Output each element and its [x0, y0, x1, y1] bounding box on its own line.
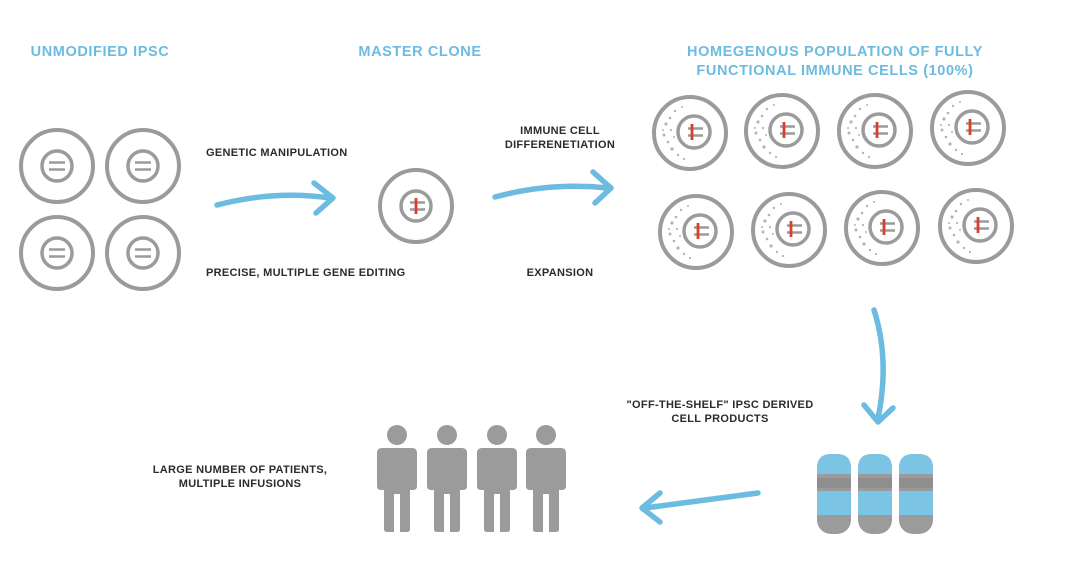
- patient-icon: [477, 425, 517, 532]
- arrow-differentiation: [492, 169, 614, 206]
- label-patients-line2: MULTIPLE INFUSIONS: [178, 478, 302, 490]
- stage-title-population-line1: HOMEGENOUS POPULATION OF FULLY: [687, 44, 983, 60]
- vial: [858, 454, 892, 534]
- label-genetic-manipulation: GENETIC MANIPULATION: [206, 147, 348, 159]
- immune-cell: [751, 192, 827, 268]
- stage-title-unmodified: UNMODIFIED IPSC: [30, 44, 170, 60]
- ipsc-cell: [105, 215, 181, 291]
- vial: [899, 454, 933, 534]
- label-patients-line1: LARGE NUMBER OF PATIENTS,: [152, 464, 328, 476]
- immune-cell-population: [652, 90, 1014, 270]
- master-clone-cell: [378, 168, 454, 244]
- patient-icon: [427, 425, 467, 532]
- stage-title-population-line2: FUNCTIONAL IMMUNE CELLS (100%): [696, 63, 974, 79]
- label-products-line1: "OFF-THE-SHELF" IPSC DERIVED: [626, 399, 814, 411]
- label-products-line2: CELL PRODUCTS: [671, 413, 769, 425]
- arrow-to-patients: [639, 490, 761, 525]
- ipsc-cell: [19, 215, 95, 291]
- immune-cell: [930, 90, 1006, 166]
- label-differentiation-line1: IMMUNE CELL: [520, 125, 600, 137]
- ipsc-cell: [19, 128, 95, 204]
- immune-cell: [837, 93, 913, 169]
- unmodified-ipsc-cells: [19, 128, 181, 291]
- patient-icon: [377, 425, 417, 532]
- stage-title-master-clone: MASTER CLONE: [358, 44, 482, 60]
- immune-cell: [938, 188, 1014, 264]
- vial: [817, 454, 851, 534]
- label-expansion: EXPANSION: [526, 267, 594, 279]
- cell-product-vials: [817, 454, 933, 534]
- immune-cell: [844, 190, 920, 266]
- immune-cell: [652, 95, 728, 171]
- immune-cell: [744, 93, 820, 169]
- patient-icon: [526, 425, 566, 532]
- arrow-genetic-manipulation: [214, 180, 336, 216]
- patients-group: [377, 425, 566, 532]
- label-differentiation-line2: DIFFERENETIATION: [504, 139, 616, 151]
- arrow-to-products: [861, 307, 896, 425]
- label-gene-editing: PRECISE, MULTIPLE GENE EDITING: [206, 267, 406, 279]
- immune-cell: [658, 194, 734, 270]
- ipsc-cell: [105, 128, 181, 204]
